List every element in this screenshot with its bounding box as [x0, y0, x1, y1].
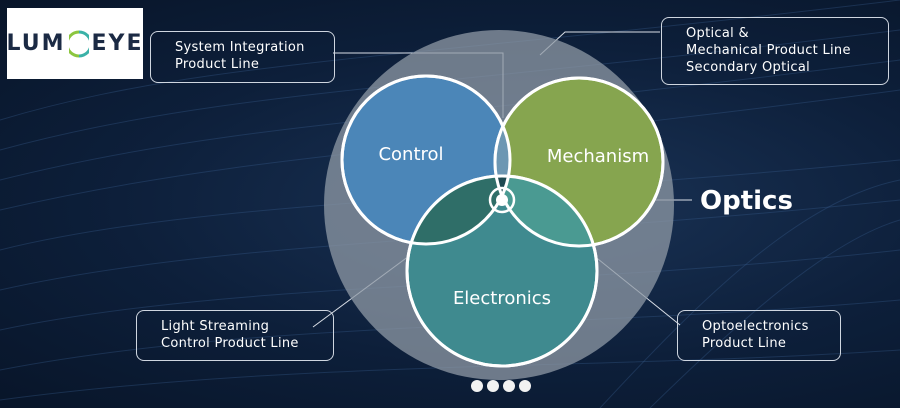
center-target-icon: [488, 186, 516, 214]
overlap-control-electronics: [407, 176, 510, 244]
label-mechanism: Mechanism: [547, 146, 649, 167]
carousel-dot-1[interactable]: [471, 380, 483, 392]
center-target-dot: [496, 194, 508, 206]
callout-line: Secondary Optical: [686, 60, 810, 75]
logo-text-left: LUM: [6, 31, 66, 56]
callout-line: Optical &: [686, 26, 749, 41]
callout-line: Product Line: [702, 336, 787, 351]
callout-line: System Integration: [175, 40, 305, 55]
label-control: Control: [378, 144, 443, 165]
logo-text-right: EYE: [91, 31, 144, 56]
carousel-dot-4[interactable]: [519, 380, 531, 392]
carousel-dot-2[interactable]: [487, 380, 499, 392]
carousel-dots: [471, 380, 531, 392]
overlap-mechanism-electronics: [495, 176, 597, 246]
callout-optoelectronics: Optoelectronics Product Line: [677, 310, 841, 361]
callout-line: Control Product Line: [161, 336, 299, 351]
callout-line: Light Streaming: [161, 319, 270, 334]
label-electronics: Electronics: [453, 288, 551, 309]
carousel-dot-3[interactable]: [503, 380, 515, 392]
callout-line: Product Line: [175, 57, 260, 72]
callout-optical-mechanical: Optical & Mechanical Product Line Second…: [661, 17, 889, 85]
callout-light-streaming: Light Streaming Control Product Line: [136, 310, 334, 361]
callout-system-integration: System Integration Product Line: [150, 31, 335, 83]
label-optics: Optics: [700, 186, 793, 216]
logo-ring-icon: [68, 30, 89, 57]
callout-line: Mechanical Product Line: [686, 43, 851, 58]
callout-line: Optoelectronics: [702, 319, 809, 334]
lumeye-logo: LUM EYE: [7, 8, 143, 79]
